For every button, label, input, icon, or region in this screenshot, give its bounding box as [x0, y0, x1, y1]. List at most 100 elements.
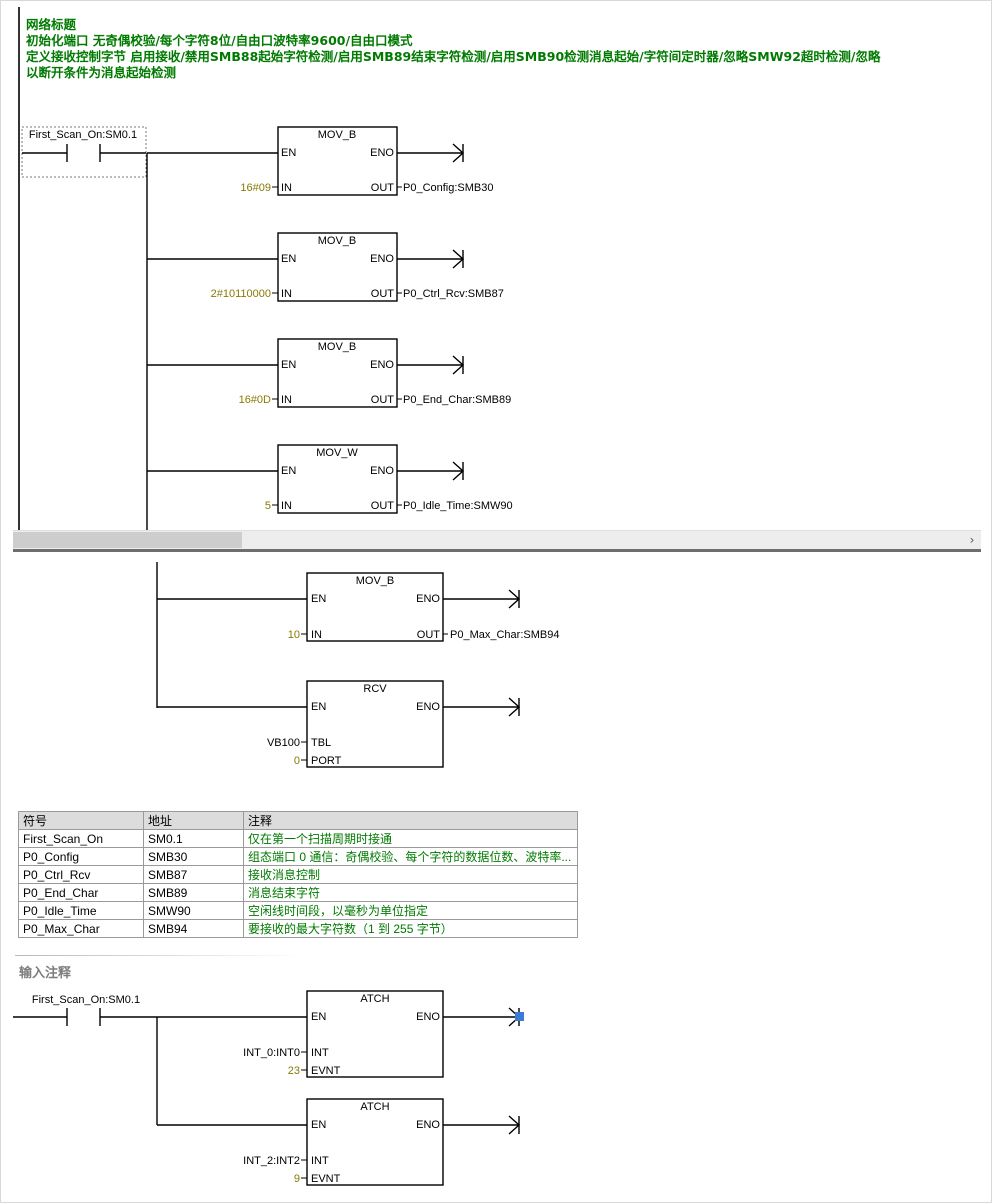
scrollbar-thumb[interactable] — [13, 532, 242, 548]
box-title: MOV_B — [318, 235, 357, 247]
contact-first-scan[interactable]: First_Scan_On:SM0.1 — [13, 994, 307, 1026]
address-cell: SM0.1 — [143, 829, 244, 848]
pin-tbl: TBL — [311, 737, 331, 749]
address-cell: SMB30 — [143, 847, 244, 866]
pin-evnt: EVNT — [311, 1065, 341, 1077]
int-operand: INT_2:INT2 — [243, 1155, 300, 1167]
in-value: 16#09 — [240, 182, 271, 194]
box-title: MOV_B — [318, 341, 357, 353]
table-row[interactable]: First_Scan_On SM0.1 仅在第一个扫描周期时接通 — [18, 829, 578, 848]
pin-out: OUT — [371, 288, 395, 300]
in-value: 5 — [265, 500, 271, 512]
box-title: RCV — [363, 683, 387, 695]
comment-cell: 空闲线时间段，以毫秒为单位指定 — [243, 901, 578, 920]
contact-label: First_Scan_On:SM0.1 — [29, 129, 137, 141]
table-row[interactable]: P0_Ctrl_Rcv SMB87 接收消息控制 — [18, 865, 578, 884]
pin-eno: ENO — [370, 465, 394, 477]
out-operand: P0_Idle_Time:SMW90 — [403, 500, 513, 512]
out-operand: P0_End_Char:SMB89 — [403, 394, 511, 406]
address-cell: SMW90 — [143, 901, 244, 920]
out-operand: P0_Config:SMB30 — [403, 182, 494, 194]
mov-b-box-2[interactable]: MOV_B EN ENO IN OUT 2#10110000 P0_Ctrl_R… — [147, 232, 504, 302]
contact-label: First_Scan_On:SM0.1 — [32, 994, 140, 1006]
comment-cell: 接收消息控制 — [243, 865, 578, 884]
symbol-cell: P0_Max_Char — [18, 919, 144, 938]
address-cell: SMB87 — [143, 865, 244, 884]
symbol-cell: P0_Idle_Time — [18, 901, 144, 920]
pin-int: INT — [311, 1047, 329, 1059]
network-comment-placeholder[interactable]: 输入注释 — [19, 966, 72, 981]
comment-cell: 要接收的最大字符数（1 到 255 字节） — [243, 919, 578, 938]
network-title[interactable]: 网络标题 — [26, 17, 77, 32]
pin-eno: ENO — [416, 1119, 440, 1131]
pin-eno: ENO — [370, 147, 394, 159]
pin-in: IN — [311, 629, 322, 641]
pin-en: EN — [281, 147, 296, 159]
pin-in: IN — [281, 288, 292, 300]
mov-w-box-4[interactable]: MOV_W EN ENO IN OUT 5 P0_Idle_Time:SMW90 — [147, 444, 513, 514]
pin-in: IN — [281, 394, 292, 406]
evnt-value: 23 — [288, 1065, 300, 1077]
pin-en: EN — [281, 359, 296, 371]
pin-port: PORT — [311, 755, 342, 767]
address-cell: SMB89 — [143, 883, 244, 902]
table-row[interactable]: P0_Max_Char SMB94 要接收的最大字符数（1 到 255 字节） — [18, 919, 578, 938]
comment-cell: 仅在第一个扫描周期时接通 — [243, 829, 578, 848]
rcv-box[interactable]: RCV EN ENO TBL PORT VB100 0 — [157, 680, 521, 768]
mov-b-box-3[interactable]: MOV_B EN ENO IN OUT 16#0D P0_End_Char:SM… — [147, 338, 511, 408]
atch-box-1[interactable]: ATCH EN ENO INT EVNT INT_0:INT0 23 — [243, 990, 524, 1078]
pin-eno: ENO — [370, 253, 394, 265]
table-row[interactable]: P0_End_Char SMB89 消息结束字符 — [18, 883, 578, 902]
column-header-comment: 注释 — [243, 811, 578, 830]
mov-b-box-5[interactable]: MOV_B EN ENO IN OUT 10 P0_Max_Char:SMB94 — [157, 572, 559, 642]
column-header-address: 地址 — [143, 811, 244, 830]
symbol-cell: P0_End_Char — [18, 883, 144, 902]
scroll-right-icon[interactable]: › — [969, 533, 975, 547]
ladder-network1-continued: MOV_B EN ENO IN OUT 10 P0_Max_Char:SMB94… — [156, 562, 559, 768]
comment-cell: 组态端口 0 通信：奇偶校验、每个字符的数据位数、波特率... — [243, 847, 578, 866]
pin-in: IN — [281, 182, 292, 194]
pin-out: OUT — [371, 394, 395, 406]
pin-eno: ENO — [416, 1011, 440, 1023]
pin-en: EN — [311, 1119, 326, 1131]
pin-en: EN — [281, 465, 296, 477]
network-comment-line-2[interactable]: 定义接收控制字节 启用接收/禁用SMB88起始字符检测/启用SMB89结束字符检… — [26, 49, 881, 64]
pin-en: EN — [311, 1011, 326, 1023]
ladder-network1: First_Scan_On:SM0.1 MOV_B EN ENO IN OUT — [18, 7, 513, 531]
pin-eno: ENO — [416, 593, 440, 605]
pin-en: EN — [281, 253, 296, 265]
pin-in: IN — [281, 500, 292, 512]
box-title: ATCH — [360, 1101, 389, 1113]
in-value: 10 — [288, 629, 300, 641]
pin-en: EN — [311, 701, 326, 713]
box-title: MOV_B — [318, 129, 357, 141]
atch-box-2[interactable]: ATCH EN ENO INT EVNT INT_2:INT2 9 — [157, 1098, 521, 1186]
pin-en: EN — [311, 593, 326, 605]
symbol-cell: P0_Ctrl_Rcv — [18, 865, 144, 884]
pin-eno: ENO — [370, 359, 394, 371]
table-row[interactable]: P0_Idle_Time SMW90 空闲线时间段，以毫秒为单位指定 — [18, 901, 578, 920]
address-cell: SMB94 — [143, 919, 244, 938]
pin-eno: ENO — [416, 701, 440, 713]
box-title: MOV_W — [316, 447, 358, 459]
pin-out: OUT — [417, 629, 441, 641]
selection-cursor-icon — [515, 1012, 524, 1021]
symbol-table: 符号 地址 注释 First_Scan_On SM0.1 仅在第一个扫描周期时接… — [18, 811, 578, 938]
network-comment-line-3[interactable]: 以断开条件为消息起始检测 — [26, 65, 177, 80]
pane-splitter[interactable] — [13, 549, 981, 552]
box-title: MOV_B — [356, 575, 395, 587]
contact-first-scan[interactable]: First_Scan_On:SM0.1 — [21, 126, 147, 178]
in-value: 2#10110000 — [211, 288, 271, 300]
int-operand: INT_0:INT0 — [243, 1047, 300, 1059]
network1-pane[interactable]: 网络标题 初始化端口 无奇偶校验/每个字符8位/自由口波特率9600/自由口模式… — [1, 1, 981, 549]
symbol-cell: First_Scan_On — [18, 829, 144, 848]
horizontal-scrollbar[interactable]: › — [13, 530, 981, 549]
mov-b-box-1[interactable]: MOV_B EN ENO IN OUT 16#09 P0_Config:SMB3… — [147, 126, 494, 196]
network-separator — [15, 955, 305, 956]
out-operand: P0_Ctrl_Rcv:SMB87 — [403, 288, 504, 300]
network-comment-line-1[interactable]: 初始化端口 无奇偶校验/每个字符8位/自由口波特率9600/自由口模式 — [26, 33, 413, 48]
table-row[interactable]: P0_Config SMB30 组态端口 0 通信：奇偶校验、每个字符的数据位数… — [18, 847, 578, 866]
pin-int: INT — [311, 1155, 329, 1167]
pin-evnt: EVNT — [311, 1173, 341, 1185]
